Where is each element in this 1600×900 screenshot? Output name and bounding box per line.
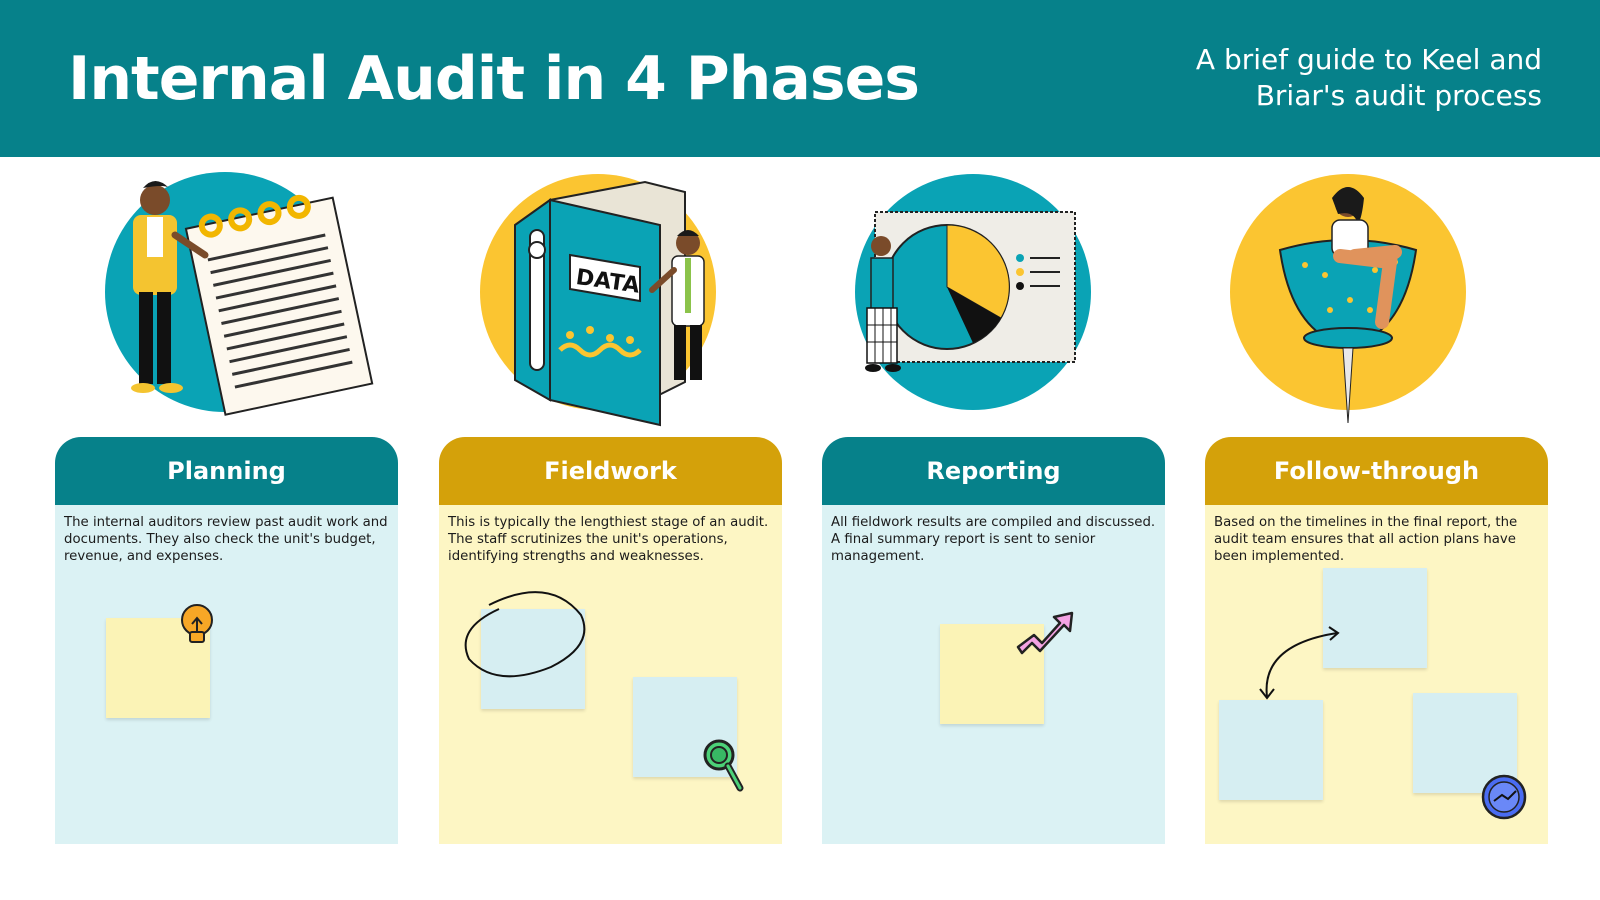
follow-through-illustration [1180,170,1520,430]
phase-title: Planning [167,457,286,485]
phase-description: This is typically the lengthiest stage o… [448,515,769,564]
clock-icon [1480,773,1528,821]
phase-description: The internal auditors review past audit … [64,515,388,564]
phase-title: Reporting [926,457,1061,485]
phase-card-reporting: Reporting All fieldwork results are comp… [822,437,1165,844]
circle-scribble [459,587,589,683]
sticky-note [481,609,585,709]
phase-body: This is typically the lengthiest stage o… [439,505,782,844]
sticky-note [1219,700,1323,800]
reporting-illustration [805,170,1145,430]
phase-header: Reporting [822,437,1165,505]
page-title: Internal Audit in 4 Phases [68,44,920,114]
phase-card-follow-through: Follow-through Based on the timelines in… [1205,437,1548,844]
phase-card-planning: Planning The internal auditors review pa… [55,437,398,844]
phase-body: All fieldwork results are compiled and d… [822,505,1165,844]
phase-title: Fieldwork [544,457,677,485]
trend-arrow-icon [1014,605,1076,661]
phase-card-fieldwork: Fieldwork This is typically the lengthie… [439,437,782,844]
phase-header: Follow-through [1205,437,1548,505]
header-banner: Internal Audit in 4 Phases A brief guide… [0,0,1600,157]
phase-header: Planning [55,437,398,505]
phase-title: Follow-through [1273,457,1480,485]
phase-description: Based on the timelines in the final repo… [1214,515,1518,564]
magnifying-glass-icon [701,737,745,797]
planning-illustration [55,170,395,430]
sticky-note [1323,568,1427,668]
lightbulb-icon [179,602,215,648]
phase-description: All fieldwork results are compiled and d… [831,515,1156,564]
fieldwork-illustration: DATA [430,170,770,430]
curved-arrow [1255,623,1345,705]
phase-body: The internal auditors review past audit … [55,505,398,844]
page-subtitle: A brief guide to Keel and Briar's audit … [1195,43,1542,112]
phase-body: Based on the timelines in the final repo… [1205,505,1548,844]
phase-header: Fieldwork [439,437,782,505]
